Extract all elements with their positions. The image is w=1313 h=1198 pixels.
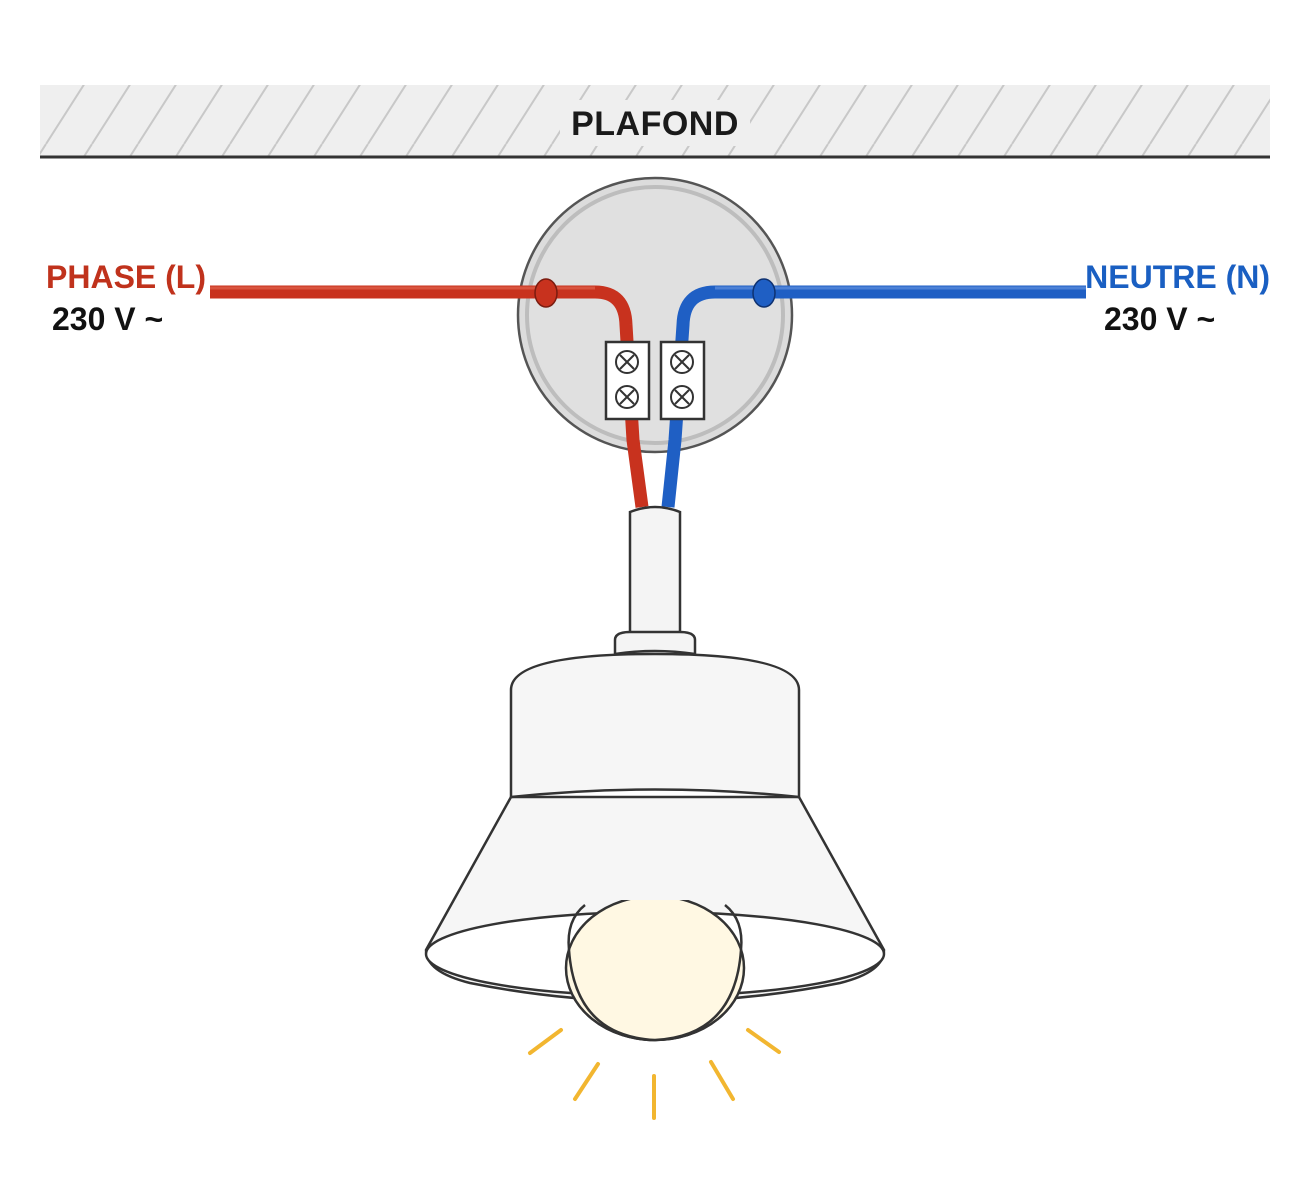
ceiling-label: PLAFOND	[571, 105, 739, 143]
neutral-grommet	[752, 278, 776, 308]
neutral-voltage: 230 V ~	[1104, 301, 1215, 337]
phase-grommet	[534, 278, 558, 308]
terminal-block-neutral	[659, 340, 706, 421]
neutral-wire-outer	[661, 285, 1086, 508]
bulb-lower	[567, 949, 743, 1042]
phase-wire	[210, 278, 649, 508]
neutral-wire	[661, 278, 1086, 508]
terminal-block-phase	[604, 340, 651, 421]
light-rays	[528, 1028, 781, 1120]
phase-wire-outer	[210, 285, 649, 508]
phase-voltage: 230 V ~	[52, 301, 163, 337]
junction-box	[516, 176, 794, 454]
phase-label: PHASE (L)	[46, 259, 206, 295]
neutral-label: NEUTRE (N)	[1085, 259, 1270, 295]
cable-sheath	[628, 505, 682, 642]
lamp-socket	[509, 630, 801, 799]
ceiling: PLAFOND	[40, 85, 1270, 159]
